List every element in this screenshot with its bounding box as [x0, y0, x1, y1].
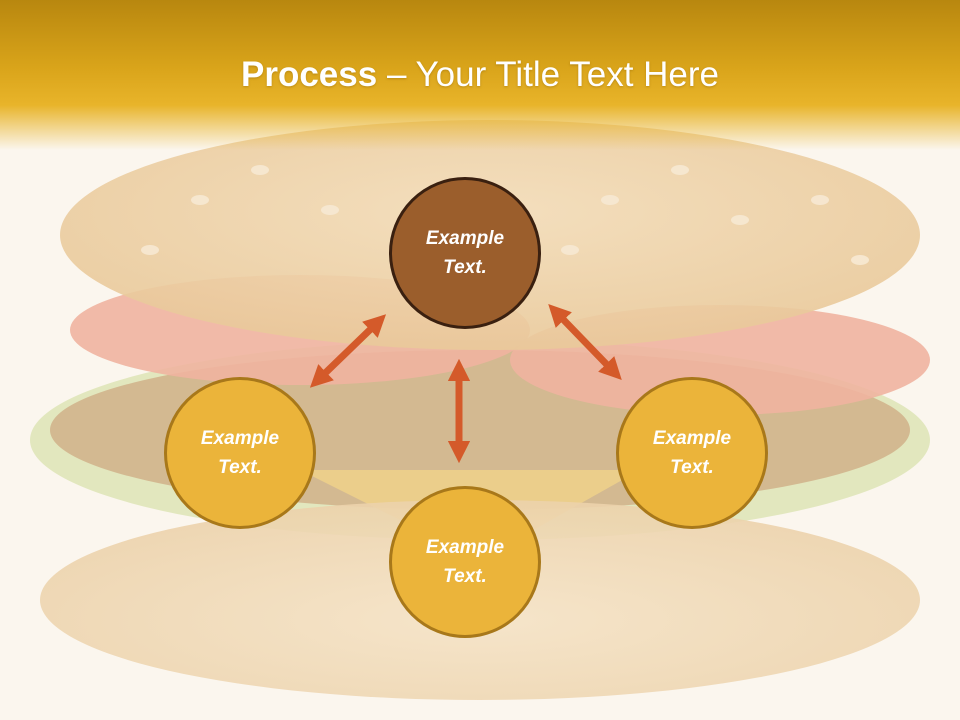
process-node-top[interactable]: Example Text.: [389, 177, 541, 329]
title-text: Your Title Text Here: [415, 55, 720, 94]
process-node-bottom[interactable]: Example Text.: [389, 486, 541, 638]
process-node-right[interactable]: Example Text.: [616, 377, 768, 529]
node-top-line-1: Example: [425, 228, 505, 249]
node-bottom-text: Example Text.: [426, 533, 504, 591]
title-bar: [0, 0, 960, 150]
slide-title[interactable]: Process – Your Title Text Here: [0, 50, 960, 100]
title-bold: Process: [241, 55, 378, 94]
node-left-text: Example Text.: [201, 424, 279, 482]
node-left-line-1: Example: [200, 428, 280, 449]
process-node-left[interactable]: Example Text.: [164, 377, 316, 529]
arrow-top-left: [309, 314, 387, 388]
node-top-line-2: Text.: [443, 257, 487, 278]
node-bottom-line-1: Example: [425, 537, 505, 558]
node-left-line-2: Text.: [218, 457, 262, 478]
node-right-line-2: Text.: [670, 457, 714, 478]
title-dash: –: [377, 55, 416, 94]
node-right-line-1: Example: [652, 428, 732, 449]
arrow-top-right: [548, 303, 622, 381]
node-right-text: Example Text.: [653, 424, 731, 482]
node-bottom-line-2: Text.: [443, 566, 487, 587]
node-top-text: Example Text.: [426, 224, 504, 282]
